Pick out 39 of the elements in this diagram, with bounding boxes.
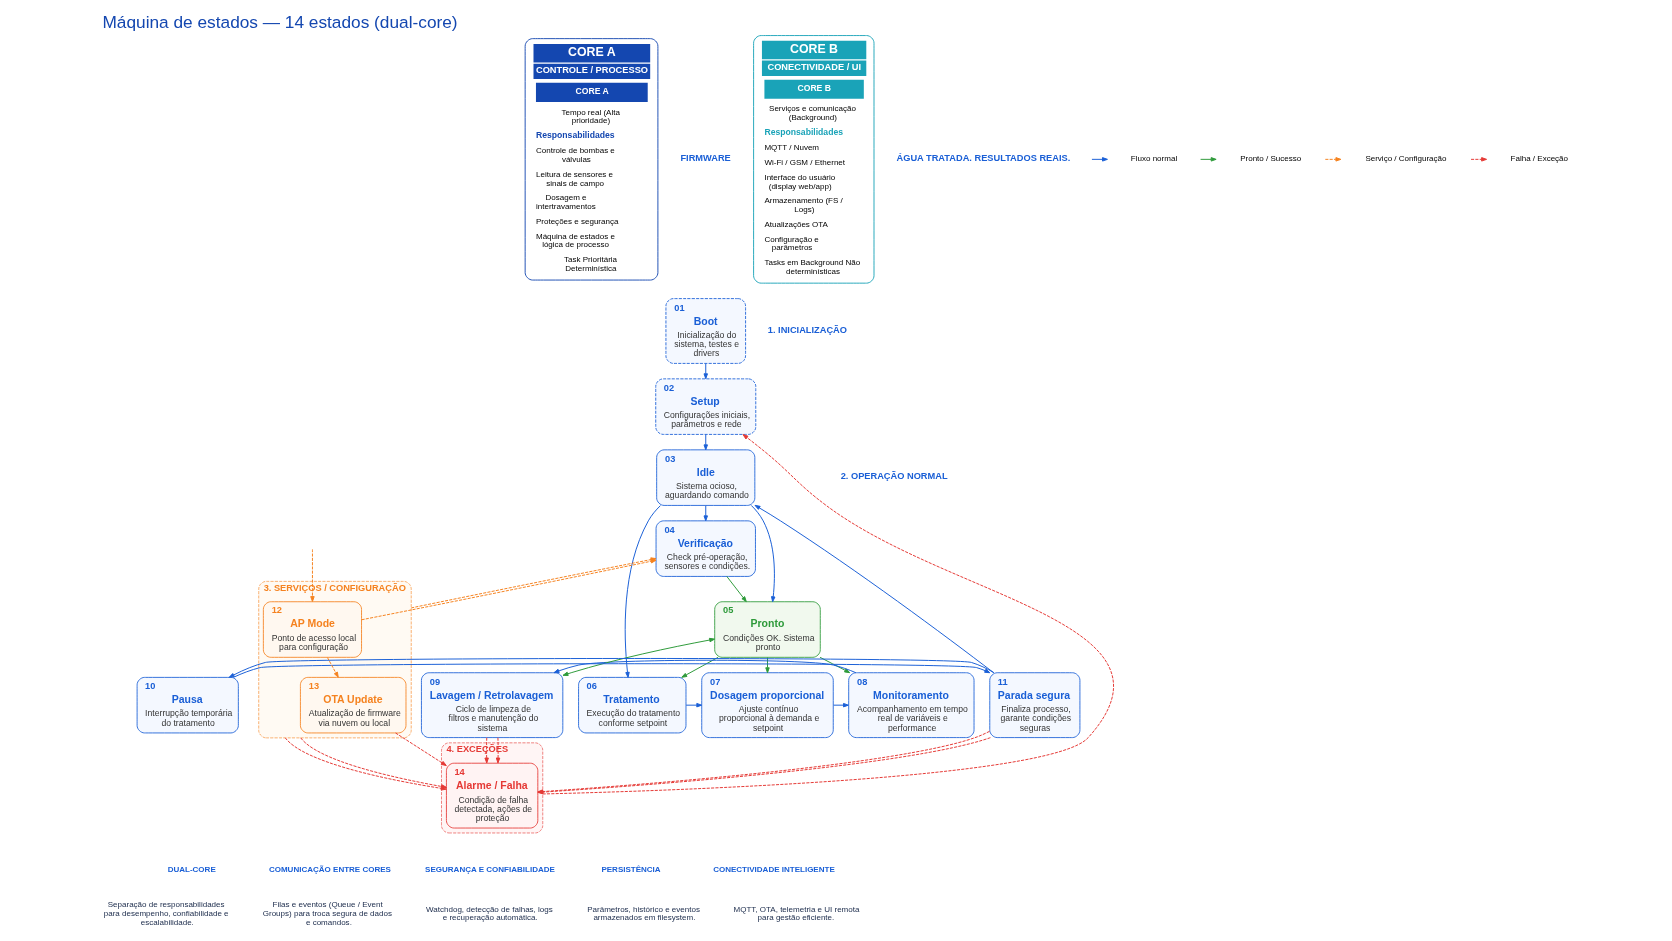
arrow bbox=[754, 504, 994, 673]
label: ÁGUA TRATADA. RESULTADOS REAIS. bbox=[896, 152, 1070, 163]
node-box: 12 AP Mode Ponto de acesso local para configuração bbox=[262, 600, 362, 658]
node-box: 10 Pausa Interrupção temporária do tratamento bbox=[136, 676, 239, 733]
arrow bbox=[685, 702, 702, 707]
arrow bbox=[483, 736, 489, 763]
arrow bbox=[562, 637, 715, 676]
node-box: 03 Idle Sistema ocioso, aguardando comando bbox=[655, 448, 755, 506]
node-box: 08 Monitoramento Acompanhamento em tempo real de variáveis e performance bbox=[847, 671, 974, 738]
arrow bbox=[725, 575, 747, 602]
arrow bbox=[541, 433, 1114, 794]
arrow bbox=[326, 656, 339, 678]
arrow bbox=[495, 736, 500, 763]
arrow bbox=[624, 504, 661, 678]
node-box: 04 Verificação Check pré-operação, sensores e condições. bbox=[655, 519, 756, 577]
node-box: 07 Dosagem proporcional Ajuste contínuo proporcional à demanda e setpoint bbox=[700, 671, 834, 738]
label: FIRMWARE bbox=[679, 152, 731, 163]
label: 1. INICIALIZAÇÃO bbox=[767, 324, 847, 335]
arrow bbox=[703, 504, 708, 521]
arrow bbox=[832, 702, 849, 707]
arrow bbox=[553, 659, 856, 673]
node-box: 14 Alarme / Falha Condição de falha detectada, ações de proteção bbox=[445, 762, 538, 828]
node-box: 06 Tratamento Execução do tratamento conforme setpoint bbox=[577, 676, 686, 733]
node-box: 05 Pronto Condições OK. Sistema pronto bbox=[713, 600, 821, 658]
arrow bbox=[703, 433, 708, 450]
label: 2. OPERAÇÃO NORMAL bbox=[840, 470, 948, 481]
arrow bbox=[819, 656, 850, 673]
arrow bbox=[232, 662, 990, 678]
node-box: 11 Parada segura Finaliza processo, garante condições seguras bbox=[988, 671, 1080, 738]
node-box: 01 Boot Inicialização do sistema, testes e drivers bbox=[665, 297, 746, 364]
diagram-title: Máquina de estados — 14 estados (dual-core) bbox=[101, 11, 458, 32]
arrow bbox=[309, 548, 315, 602]
arrow bbox=[394, 732, 447, 766]
node-box: 09 Lavagem / Retrolavagem Ciclo de limpeza de filtros e manutenção do sistema bbox=[420, 671, 563, 738]
node-box: 13 OTA Update Atualização de firmware via nuvem ou local bbox=[299, 676, 406, 733]
node-box: 02 Setup Configurações iniciais, parâmetros e rede bbox=[654, 377, 756, 435]
arrow bbox=[680, 656, 719, 678]
arrow bbox=[750, 504, 775, 602]
arrow bbox=[703, 362, 708, 379]
